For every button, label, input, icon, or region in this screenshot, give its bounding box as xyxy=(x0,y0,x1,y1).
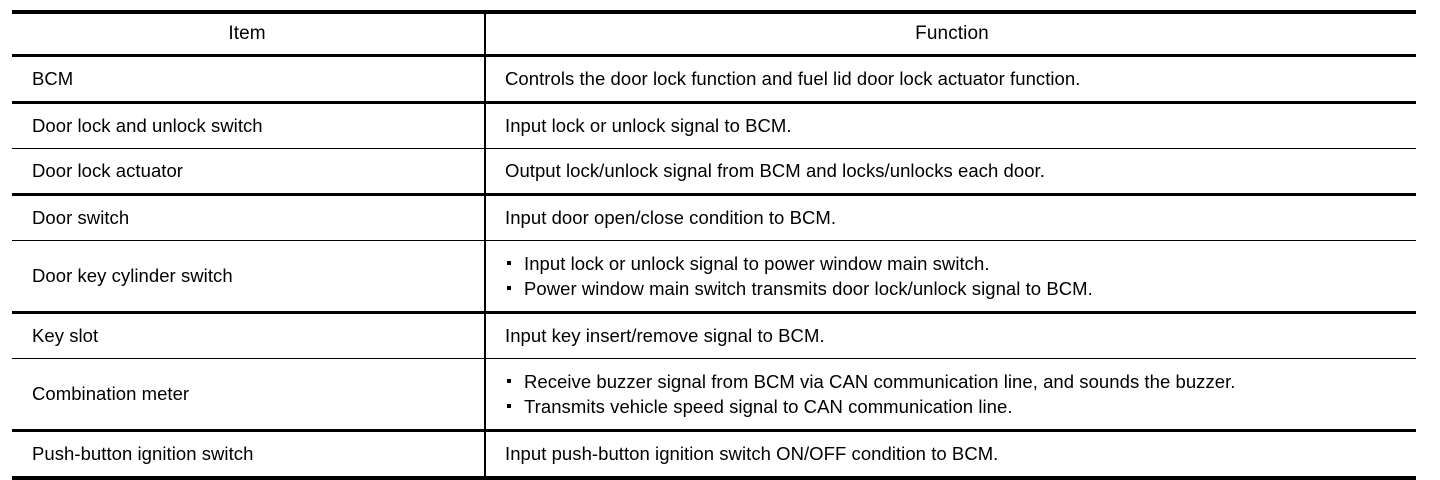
row-item-label: Door lock and unlock switch xyxy=(32,115,263,136)
table-row: BCM Controls the door lock function and … xyxy=(12,55,1416,104)
table-row: Combination meter Receive buzzer signal … xyxy=(12,358,1416,432)
row-item-label: Door switch xyxy=(32,207,130,228)
row-item-cell: Door switch xyxy=(12,194,486,241)
function-bullet-list: Input lock or unlock signal to power win… xyxy=(486,251,1416,301)
row-item-label: Combination meter xyxy=(32,383,190,404)
list-item-text: Power window main switch transmits door … xyxy=(524,278,1093,299)
list-item: Power window main switch transmits door … xyxy=(505,276,1408,301)
row-item-cell: Push-button ignition switch xyxy=(12,430,486,478)
list-item-text: Transmits vehicle speed signal to CAN co… xyxy=(524,396,1013,417)
row-item-cell: Door key cylinder switch xyxy=(12,240,486,314)
function-bullet-list: Receive buzzer signal from BCM via CAN c… xyxy=(486,369,1416,419)
row-function-cell: Receive buzzer signal from BCM via CAN c… xyxy=(485,358,1416,432)
list-item: Transmits vehicle speed signal to CAN co… xyxy=(505,394,1408,419)
row-item-label: Door key cylinder switch xyxy=(32,265,233,286)
row-item-label: Door lock actuator xyxy=(32,160,184,181)
list-item-text: Input lock or unlock signal to power win… xyxy=(524,253,990,274)
table-row: Door lock and unlock switch Input lock o… xyxy=(12,102,1416,149)
row-function-cell: Input key insert/remove signal to BCM. xyxy=(485,312,1416,359)
row-item-label: Key slot xyxy=(32,325,99,346)
table-row: Door switch Input door open/close condit… xyxy=(12,194,1416,241)
table-body: BCM Controls the door lock function and … xyxy=(12,55,1416,479)
row-function-cell: Controls the door lock function and fuel… xyxy=(485,55,1416,104)
row-item-label: BCM xyxy=(32,68,74,89)
bullet-icon xyxy=(507,404,511,408)
row-function-cell: Input push-button ignition switch ON/OFF… xyxy=(485,431,1416,479)
table-row: Door key cylinder switch Input lock or u… xyxy=(12,240,1416,314)
row-function-cell: Input door open/close condition to BCM. xyxy=(485,194,1416,241)
table-row: Key slot Input key insert/remove signal … xyxy=(12,312,1416,359)
table-header-row: Item Function xyxy=(12,12,1416,57)
row-function-text: Input push-button ignition switch ON/OFF… xyxy=(505,443,999,464)
row-item-cell: Key slot xyxy=(12,312,486,359)
row-item-label: Push-button ignition switch xyxy=(32,443,254,464)
row-function-text: Controls the door lock function and fuel… xyxy=(505,68,1081,89)
column-header-item: Item xyxy=(12,12,486,57)
list-item: Input lock or unlock signal to power win… xyxy=(505,251,1408,276)
row-item-cell: BCM xyxy=(12,55,486,104)
row-function-cell: Output lock/unlock signal from BCM and l… xyxy=(485,148,1416,196)
bullet-icon xyxy=(507,286,511,290)
row-function-cell: Input lock or unlock signal to power win… xyxy=(485,240,1416,314)
table-row: Push-button ignition switch Input push-b… xyxy=(12,430,1416,479)
column-header-function: Function xyxy=(485,12,1416,57)
row-function-text: Input key insert/remove signal to BCM. xyxy=(505,325,825,346)
table-row: Door lock actuator Output lock/unlock si… xyxy=(12,148,1416,196)
row-function-cell: Input lock or unlock signal to BCM. xyxy=(485,102,1416,149)
row-item-cell: Door lock actuator xyxy=(12,148,486,196)
row-item-cell: Door lock and unlock switch xyxy=(12,102,486,149)
bullet-icon xyxy=(507,379,511,383)
row-function-text: Input door open/close condition to BCM. xyxy=(505,207,837,228)
row-function-text: Output lock/unlock signal from BCM and l… xyxy=(505,160,1045,181)
table-header: Item Function xyxy=(12,12,1416,57)
row-function-text: Input lock or unlock signal to BCM. xyxy=(505,115,792,136)
list-item: Receive buzzer signal from BCM via CAN c… xyxy=(505,369,1408,394)
list-item-text: Receive buzzer signal from BCM via CAN c… xyxy=(524,371,1236,392)
bullet-icon xyxy=(507,261,511,265)
row-item-cell: Combination meter xyxy=(12,358,486,432)
component-function-table: Item Function BCM Controls the door lock… xyxy=(12,10,1416,480)
